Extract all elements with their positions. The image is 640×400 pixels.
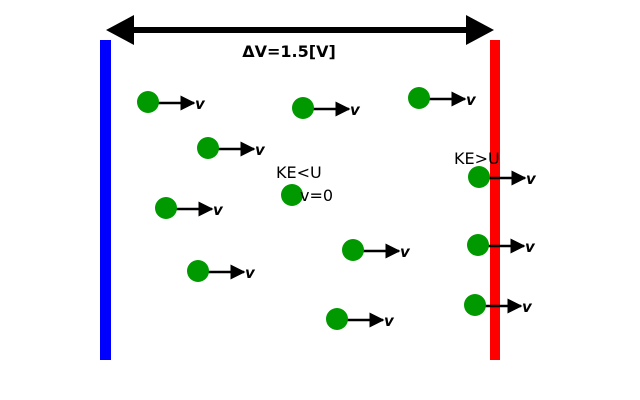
velocity-label: v	[466, 91, 477, 109]
particle: v	[292, 97, 361, 119]
velocity-label: v	[400, 243, 411, 261]
velocity-label: v	[350, 101, 361, 119]
particle: v	[187, 260, 256, 282]
velocity-label: v	[255, 141, 266, 159]
particle: v	[464, 294, 533, 316]
particle: v	[467, 234, 536, 256]
velocity-label: v	[245, 264, 256, 282]
ke-less-than-u-label: KE<U	[276, 163, 322, 182]
ke-greater-than-u-label: KE>U	[454, 149, 500, 168]
voltage-label: ΔV=1.5[V]	[242, 42, 336, 61]
velocity-label: v	[526, 170, 537, 188]
zero-velocity-label: v=0	[300, 186, 333, 205]
velocity-label: v	[522, 298, 533, 316]
velocity-label: v	[195, 95, 206, 113]
velocity-label: v	[384, 312, 395, 330]
particle: v	[342, 239, 411, 261]
particle: v	[326, 308, 395, 330]
particle: v	[197, 137, 266, 159]
particle: v	[137, 91, 206, 113]
potential-difference-arrow	[106, 15, 494, 45]
velocity-label: v	[525, 238, 536, 256]
left-plate	[100, 40, 111, 360]
velocity-label: v	[213, 201, 224, 219]
stationary-particle	[281, 184, 303, 206]
right-plate	[490, 40, 500, 360]
particle: v	[468, 166, 537, 188]
particle: v	[408, 87, 477, 109]
particle: v	[155, 197, 224, 219]
